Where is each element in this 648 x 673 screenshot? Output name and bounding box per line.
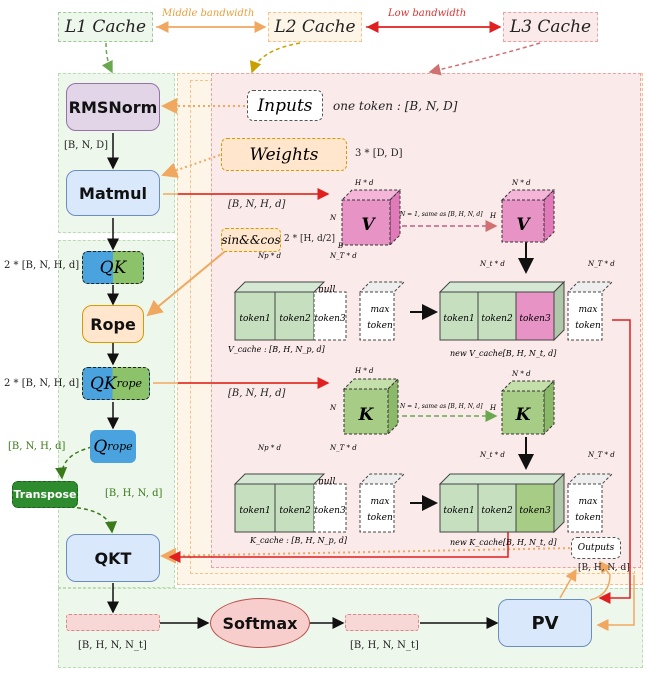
sincos-box: sin&&cos bbox=[221, 228, 281, 252]
k-null: null bbox=[318, 477, 335, 487]
v-projection-cube: V bbox=[340, 188, 402, 247]
v-hd-label: H * d bbox=[354, 179, 374, 187]
v-new-cube: V bbox=[500, 188, 556, 244]
new-v-token3: token3 bbox=[519, 314, 551, 324]
v-n1-note: N = 1, same as [B, H, N, d] bbox=[399, 211, 483, 218]
weights-box: Weights bbox=[221, 138, 347, 171]
k-token2: token2 bbox=[279, 506, 311, 516]
v-max: max bbox=[371, 305, 390, 315]
qkt-output-shape: [B, H, N, N_t] bbox=[78, 640, 147, 651]
new-k-token2: token2 bbox=[481, 506, 513, 516]
k-new-cube: K bbox=[500, 379, 556, 436]
qkrope-shape: 2 * [B, N, H, d] bbox=[4, 378, 80, 389]
new-k-cache-label: new K_cache[B, H, N_t, d] bbox=[450, 538, 557, 547]
new-k-token3: token3 bbox=[519, 506, 551, 516]
matmul-output-shape: [B, N, H, d] bbox=[228, 199, 286, 210]
k-max: max bbox=[371, 497, 390, 507]
new-v-token: token bbox=[575, 321, 601, 331]
pv-node: PV bbox=[498, 599, 592, 647]
k-cache-label: K_cache : [B, H, N_p, d] bbox=[249, 536, 348, 545]
qk-node: QK bbox=[82, 251, 144, 284]
v-token3: token3 bbox=[314, 314, 346, 324]
softmax-output-strip bbox=[345, 614, 419, 631]
k-cache-cubes: token1 token2 token3 null max token bbox=[233, 473, 406, 533]
k-token3: token3 bbox=[314, 506, 346, 516]
outputs-shape: [B, H, N, d] bbox=[578, 563, 630, 573]
k-projection-shape: [B, N, H, d] bbox=[228, 388, 286, 399]
new-k-token1: token1 bbox=[443, 506, 474, 516]
low-bandwidth-label: Low bandwidth bbox=[388, 8, 467, 19]
k-n1-note: N = 1, same as [B, H, N, d] bbox=[399, 403, 483, 410]
l2-cache: L2 Cache bbox=[268, 12, 362, 42]
v-b-axis: B bbox=[337, 242, 343, 250]
new-v-token2: token2 bbox=[481, 314, 513, 324]
qk-shape: 2 * [B, N, H, d] bbox=[4, 260, 80, 271]
k-title: K bbox=[358, 405, 375, 425]
qrope-sub: rope bbox=[107, 440, 133, 453]
softmax-node: Softmax bbox=[210, 598, 310, 648]
qrope-shape: [B, N, H, d] bbox=[8, 441, 66, 452]
v-null: null bbox=[318, 285, 335, 295]
rope-node: Rope bbox=[82, 305, 144, 343]
v-n-axis: N bbox=[329, 214, 337, 222]
v-cache-cubes: token1 token2 token3 null max token bbox=[233, 281, 406, 341]
transpose-output-shape: [B, H, N, d] bbox=[105, 488, 163, 499]
k-h-axis: H bbox=[489, 404, 497, 412]
new-k-cache-cubes: token1 token2 token3 max token bbox=[438, 472, 614, 534]
new-v-max: max bbox=[579, 305, 598, 315]
k-nd-label: N * d bbox=[511, 370, 531, 378]
v-token2: token2 bbox=[279, 314, 311, 324]
rmsnorm-output-shape: [B, N, D] bbox=[64, 140, 108, 151]
k-np-label: Np * d bbox=[257, 444, 282, 452]
new-v-cache-cubes: token1 token2 token3 max token bbox=[438, 280, 614, 342]
new-v-nT-label: N_T * d bbox=[587, 260, 615, 268]
sincos-shape: 2 * [H, d/2] bbox=[284, 234, 336, 244]
v-nd-label: N * d bbox=[511, 179, 531, 187]
new-v-cache-label: new V_cache[B, H, N_t, d] bbox=[450, 349, 557, 358]
k-n-axis: N bbox=[329, 404, 337, 412]
v-cache-label: V_cache : [B, H, N_p, d] bbox=[228, 345, 326, 354]
qk-label: QK bbox=[99, 257, 127, 278]
k-token: token bbox=[367, 513, 393, 523]
qkrope-sub: rope bbox=[116, 377, 143, 390]
qkrope-label: QK bbox=[89, 373, 117, 394]
transpose-node: Transpose bbox=[12, 481, 78, 508]
matmul-node: Matmul bbox=[66, 170, 160, 216]
v-nT-label: N_T * d bbox=[329, 252, 357, 260]
k-projection-cube: K bbox=[342, 377, 400, 436]
l1-cache: L1 Cache bbox=[58, 12, 153, 42]
new-k-max: max bbox=[579, 497, 598, 507]
inputs-box: Inputs bbox=[247, 90, 323, 121]
v-h-axis: H bbox=[489, 212, 497, 220]
k-token1: token1 bbox=[239, 506, 270, 516]
v-np-label: Np * d bbox=[257, 252, 282, 260]
new-v-nt-label: N_t * d bbox=[479, 260, 505, 268]
v-token: token bbox=[367, 321, 393, 331]
k-nT-label: N_T * d bbox=[329, 444, 357, 452]
rmsnorm-node: RMSNorm bbox=[66, 83, 160, 131]
k-new-title: K bbox=[515, 405, 532, 425]
new-v-token1: token1 bbox=[443, 314, 474, 324]
softmax-output-shape: [B, H, N, N_t] bbox=[350, 640, 419, 651]
l3-cache: L3 Cache bbox=[503, 12, 598, 42]
new-k-nT-label: N_T * d bbox=[587, 451, 615, 459]
outputs-box: Outputs bbox=[571, 537, 621, 559]
qrope-label: Q bbox=[93, 436, 108, 457]
new-k-token: token bbox=[575, 513, 601, 523]
weights-shape: 3 * [D, D] bbox=[355, 148, 403, 159]
qkt-output-strip bbox=[66, 614, 160, 631]
new-k-nt-label: N_t * d bbox=[479, 451, 505, 459]
v-new-title: V bbox=[516, 215, 531, 235]
v-title: V bbox=[361, 215, 376, 235]
v-token1: token1 bbox=[239, 314, 270, 324]
qkt-node: QKT bbox=[66, 534, 160, 582]
k-hd-label: H * d bbox=[354, 367, 374, 375]
one-token-label: one token : [B, N, D] bbox=[333, 99, 458, 113]
middle-bandwidth-label: Middle bandwidth bbox=[162, 8, 255, 19]
